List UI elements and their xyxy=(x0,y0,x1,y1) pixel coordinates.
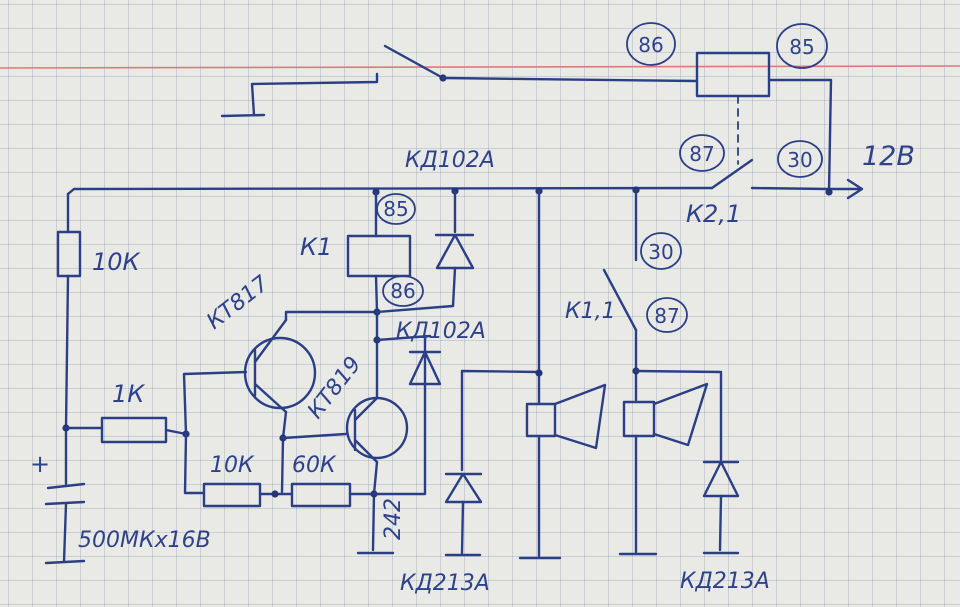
diode-kd213-right xyxy=(702,460,740,498)
speaker-2-cone xyxy=(652,382,709,447)
top-switch xyxy=(220,44,445,118)
label-transistor-1: КТ817 xyxy=(202,271,273,334)
pin-k2-85: 85 xyxy=(789,35,814,59)
pin-k11-30: 30 xyxy=(648,240,673,264)
capacitor-plates xyxy=(44,482,86,506)
label-r-base: 1К xyxy=(112,380,145,408)
resistor-60k xyxy=(290,482,352,508)
contact-k21 xyxy=(710,158,754,190)
speaker-1-cone xyxy=(553,383,607,450)
pin-circle-k2-85 xyxy=(776,23,828,69)
resistor-1k xyxy=(100,416,168,444)
label-relay-k1: К1 xyxy=(300,233,332,261)
wire-to-k2-coil xyxy=(441,76,699,83)
label-supply: 12В xyxy=(862,141,915,172)
label-r-right: 60К xyxy=(292,453,337,478)
label-diode-bottom-right: КД213А xyxy=(680,569,770,594)
margin-line xyxy=(0,65,960,69)
speaker-1-body xyxy=(525,402,557,438)
pin-k2-86: 86 xyxy=(638,33,663,57)
label-vertical-code: 242 xyxy=(381,498,406,540)
relay-k1-coil xyxy=(346,234,412,278)
label-diode-mid: КД102А xyxy=(396,319,486,344)
pin-circle-k2-87 xyxy=(679,134,725,172)
pin-circle-k2-30 xyxy=(777,140,823,178)
pin-k2-87: 87 xyxy=(689,142,714,166)
label-k21: К2,1 xyxy=(686,200,741,228)
pin-k2-30: 30 xyxy=(787,148,812,172)
top-rail xyxy=(66,186,714,196)
label-r-top: 10К xyxy=(92,248,141,276)
label-polarity: + xyxy=(30,450,50,478)
resistor-10k-top xyxy=(56,230,82,278)
pin-k1-85: 85 xyxy=(383,197,408,221)
label-capacitor: 500МКх16В xyxy=(78,528,211,553)
label-contact-k11: К1,1 xyxy=(565,299,616,324)
label-diode-bottom-left: КД213А xyxy=(400,571,490,596)
diode-kd213-left xyxy=(444,472,483,504)
contact-k11 xyxy=(602,268,638,332)
supply-arrow xyxy=(827,178,864,200)
label-diode-top: КД102А xyxy=(405,148,495,173)
diode-k1 xyxy=(434,233,475,270)
relay-k2-coil xyxy=(695,51,771,98)
speaker-2-body xyxy=(622,400,656,438)
pin-k1-86: 86 xyxy=(390,279,415,303)
resistor-10k-mid xyxy=(202,482,262,508)
pin-k11-87: 87 xyxy=(654,304,679,328)
label-r-mid: 10К xyxy=(210,453,255,478)
pin-circle-k2-86 xyxy=(626,22,676,66)
